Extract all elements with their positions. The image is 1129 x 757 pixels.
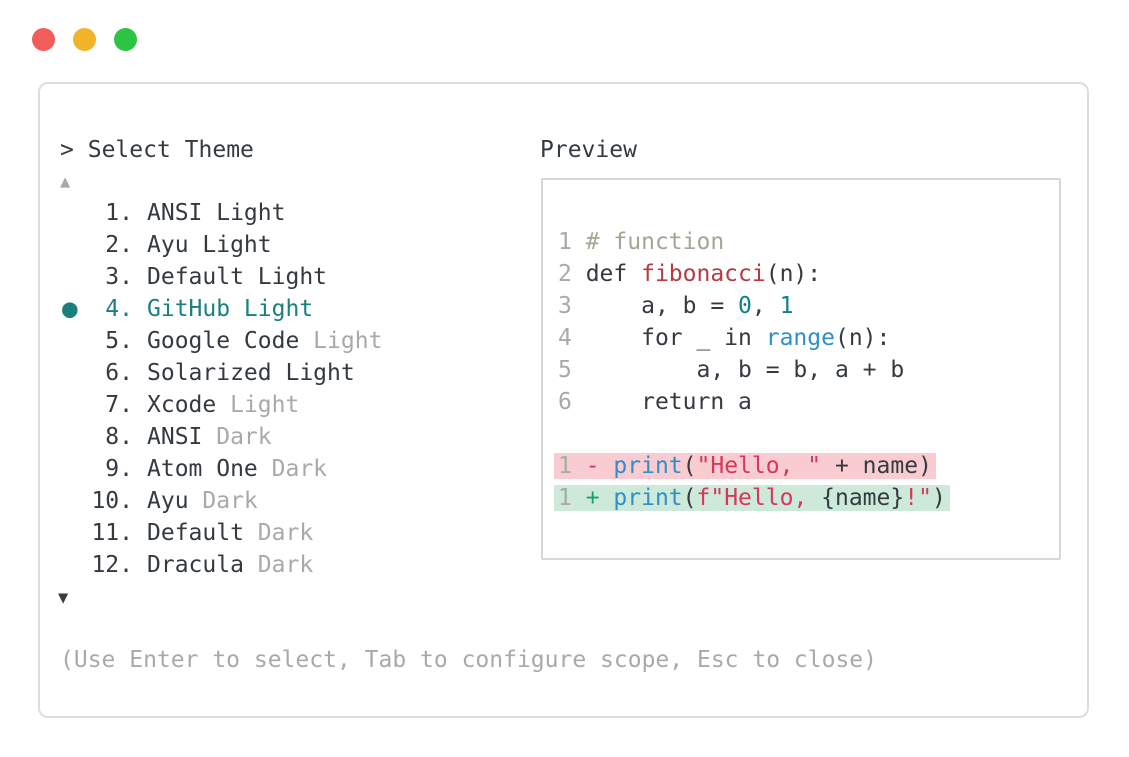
theme-name: ANSI: [147, 424, 203, 450]
code-line: 4 for _ in range(n):: [554, 322, 950, 354]
code-text: 6 return a: [558, 389, 752, 415]
theme-item[interactable]: 8. ANSI Dark: [62, 421, 382, 453]
theme-name: Ayu: [147, 488, 189, 514]
marker-slot: [62, 261, 90, 293]
theme-number: 6.: [105, 360, 133, 386]
theme-item[interactable]: 2. Ayu Light: [62, 229, 382, 261]
theme-name-suffix: Dark: [202, 424, 272, 450]
selected-bullet-icon: ●: [62, 294, 78, 324]
window-controls: [32, 28, 137, 51]
theme-name: Dracula: [147, 552, 244, 578]
code-line: 5 a, b = b, a + b: [554, 354, 950, 386]
theme-number: 8.: [105, 424, 133, 450]
theme-item[interactable]: 5. Google Code Light: [62, 325, 382, 357]
theme-name: Default: [147, 520, 244, 546]
theme-name: Default Light: [147, 264, 328, 290]
help-text: (Use Enter to select, Tab to configure s…: [60, 647, 877, 673]
theme-item[interactable]: 6. Solarized Light: [62, 357, 382, 389]
theme-name-suffix: Light: [299, 328, 383, 354]
marker-slot: [62, 357, 90, 389]
preview-title: Preview: [540, 137, 637, 163]
theme-name: Ayu Light: [147, 232, 272, 258]
marker-slot: [62, 549, 90, 581]
code-text: 2 def fibonacci(n):: [558, 261, 822, 287]
theme-number: 2.: [105, 232, 133, 258]
theme-number: 1.: [105, 200, 133, 226]
code-text: 4 for _ in range(n):: [558, 325, 891, 351]
theme-list: 1. ANSI Light 2. Ayu Light 3. Default Light ● 4…: [62, 197, 382, 581]
theme-number: 5.: [105, 328, 133, 354]
marker-slot: [62, 389, 90, 421]
theme-item[interactable]: ● 4. GitHub Light: [62, 293, 382, 325]
theme-name: GitHub Light: [147, 296, 314, 322]
theme-item[interactable]: 11. Default Dark: [62, 517, 382, 549]
code-line: 2 def fibonacci(n):: [554, 258, 950, 290]
theme-number: 11.: [91, 520, 133, 546]
picker-title: Select Theme: [87, 137, 254, 163]
minimize-button[interactable]: [73, 28, 96, 51]
theme-number: 9.: [105, 456, 133, 482]
picker-prompt-row: > Select Theme: [60, 134, 254, 166]
theme-item[interactable]: 12. Dracula Dark: [62, 549, 382, 581]
marker-slot: [62, 325, 90, 357]
code-line: 1 + print(f"Hello, {name}!"): [554, 482, 950, 514]
code-line: [554, 418, 950, 450]
theme-number: 7.: [105, 392, 133, 418]
theme-number: 10.: [91, 488, 133, 514]
preview-pane: 1 # function 2 def fibonacci(n): 3 a, b = …: [541, 178, 1061, 560]
code-text: 3 a, b = 0, 1: [558, 293, 794, 319]
theme-name-suffix: Dark: [188, 488, 258, 514]
code-line: 1 - print("Hello, " + name): [554, 450, 950, 482]
scroll-down-icon[interactable]: ▼: [58, 588, 69, 608]
theme-name: Atom One: [147, 456, 258, 482]
marker-slot: [62, 485, 90, 517]
theme-name: Xcode: [147, 392, 217, 418]
code-preview: 1 # function 2 def fibonacci(n): 3 a, b = …: [554, 226, 950, 514]
code-line: 6 return a: [554, 386, 950, 418]
theme-name: Solarized Light: [147, 360, 355, 386]
marker-slot: [62, 229, 90, 261]
theme-number: 4.: [105, 296, 133, 322]
marker-slot: [62, 421, 90, 453]
theme-name-suffix: Dark: [243, 552, 314, 578]
marker-slot: [62, 517, 90, 549]
theme-number: 3.: [105, 264, 133, 290]
code-text: 5 a, b = b, a + b: [558, 357, 905, 383]
diff-removed-line: 1 - print("Hello, " + name): [554, 453, 936, 479]
theme-item[interactable]: 9. Atom One Dark: [62, 453, 382, 485]
code-text: 1 # function: [558, 229, 725, 255]
theme-name-suffix: Light: [216, 392, 300, 418]
diff-added-line: 1 + print(f"Hello, {name}!"): [554, 485, 950, 511]
marker-slot: [62, 453, 90, 485]
theme-item[interactable]: 7. Xcode Light: [62, 389, 382, 421]
close-button[interactable]: [32, 28, 55, 51]
scroll-up-icon[interactable]: ▲: [60, 172, 71, 192]
theme-name-suffix: Dark: [257, 456, 328, 482]
theme-name: Google Code: [147, 328, 300, 354]
theme-name-suffix: Dark: [243, 520, 314, 546]
theme-item[interactable]: 1. ANSI Light: [62, 197, 382, 229]
prompt-caret: >: [60, 137, 74, 163]
theme-item[interactable]: 10. Ayu Dark: [62, 485, 382, 517]
marker-slot: [62, 197, 90, 229]
zoom-button[interactable]: [114, 28, 137, 51]
theme-number: 12.: [91, 552, 133, 578]
theme-item[interactable]: 3. Default Light: [62, 261, 382, 293]
code-line: 1 # function: [554, 226, 950, 258]
theme-picker-window: > Select Theme Preview ▲ 1. ANSI Light 2. A…: [38, 82, 1089, 718]
code-line: 3 a, b = 0, 1: [554, 290, 950, 322]
theme-name: ANSI Light: [147, 200, 286, 226]
